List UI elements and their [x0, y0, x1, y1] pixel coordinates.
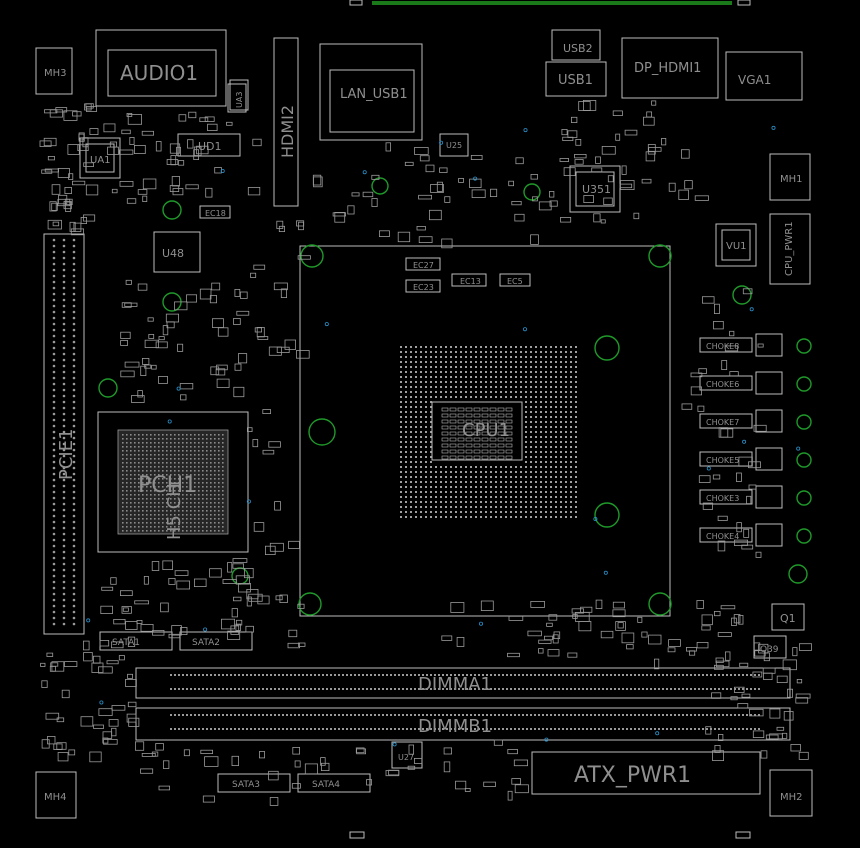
ec5-label: EC5 — [507, 277, 523, 286]
mh1-label: MH1 — [780, 174, 803, 185]
dp-hdmi-connector: DP_HDMI1 — [621, 37, 719, 99]
small-components — [39, 100, 812, 806]
usb2-label: USB2 — [563, 42, 593, 55]
atx-power-connector: ATX_PWR1 — [531, 751, 761, 795]
q1-label: Q1 — [780, 612, 796, 625]
choke-label: CHOKE5 — [706, 456, 739, 465]
transistor-q1: Q1 — [771, 603, 805, 631]
mount-hole-mh2: MH2 — [769, 769, 813, 817]
vu1-label: VU1 — [726, 241, 747, 252]
chip-ua3: UA3 — [227, 83, 247, 113]
choke-label: CHOKE4 — [706, 532, 739, 541]
ec13-label: EC13 — [460, 277, 481, 286]
choke-label: CHOKE8 — [706, 342, 739, 351]
ec27-label: EC27 — [413, 261, 434, 270]
ua1-label: UA1 — [90, 155, 111, 166]
choke-label: CHOKE6 — [706, 380, 739, 389]
mount-hole-mh1: MH1 — [769, 153, 811, 201]
ec23-label: EC23 — [413, 283, 434, 292]
chip-u27: U27 — [391, 741, 423, 769]
q39-label: Q39 — [760, 645, 779, 655]
audio-label: AUDIO1 — [120, 61, 198, 85]
usb-connectors: USB2 USB1 — [545, 29, 607, 97]
dp-hdmi-label: DP_HDMI1 — [634, 61, 701, 76]
sata-label-1: SATA1 — [112, 638, 140, 648]
sata-connectors: SATA1 SATA2 SATA3 SATA4 — [99, 631, 371, 793]
mh4-label: MH4 — [44, 792, 67, 803]
cpu-socket: CPU1 — [299, 245, 671, 617]
pch-chip: PCH1 H5 CH — [97, 411, 249, 553]
dimm-b-label: DIMMB1 — [418, 716, 492, 737]
atx-power-label: ATX_PWR1 — [574, 763, 691, 788]
dimm-a-label: DIMMA1 — [418, 674, 492, 695]
capacitor-labels: EC18 EC27 EC13 EC5 EC23 — [199, 205, 531, 293]
chip-u48: U48 — [153, 231, 201, 273]
chip-ua1: UA1 — [79, 137, 121, 179]
choke-label: CHOKE3 — [706, 494, 739, 503]
chip-vu1: VU1 — [715, 223, 757, 267]
choke-label: CHOKE7 — [706, 418, 739, 427]
audio-connector: AUDIO1 — [95, 29, 249, 111]
cpu-power-connector: CPU_PWR1 — [769, 213, 811, 285]
sata-label-3: SATA3 — [232, 780, 260, 790]
usb1-label: USB1 — [558, 73, 593, 88]
chip-u351: U351 — [569, 165, 621, 213]
pcie-label: PCIE1 — [56, 428, 77, 480]
vga-label: VGA1 — [738, 73, 771, 87]
pcie-slot: PCIE1 — [43, 233, 85, 635]
mh3-label: MH3 — [44, 68, 67, 79]
vga-connector: VGA1 — [725, 51, 803, 101]
top-edge-marker — [349, 0, 751, 839]
sata-label-2: SATA2 — [192, 638, 220, 648]
mh2-label: MH2 — [780, 792, 803, 803]
sata-label-4: SATA4 — [312, 780, 340, 790]
mount-hole-mh3: MH3 — [35, 47, 73, 95]
lan-usb-label: LAN_USB1 — [340, 87, 408, 102]
cpu-label: CPU1 — [462, 420, 510, 441]
chip-u25: U25 — [439, 133, 469, 157]
lan-usb-connector: LAN_USB1 — [319, 43, 423, 141]
cpu-power-label: CPU_PWR1 — [784, 221, 795, 276]
socket-mounting-rings — [98, 177, 808, 616]
dimm-slot-b: DIMMB1 — [135, 707, 791, 741]
hdmi2-connector: HDMI2 — [273, 37, 299, 207]
dimm-slot-a: DIMMA1 — [135, 667, 791, 699]
u27-label: U27 — [398, 753, 414, 762]
chip-ud1: UD1 — [177, 133, 241, 157]
ua3-label: UA3 — [235, 92, 244, 108]
pch-sub-label: H5 CH — [164, 483, 185, 540]
ud1-label: UD1 — [198, 140, 222, 153]
u48-label: U48 — [162, 247, 184, 260]
ec18-label: EC18 — [205, 209, 226, 218]
u351-label: U351 — [582, 183, 611, 196]
hdmi2-label: HDMI2 — [278, 105, 297, 158]
pch-label: PCH1 — [138, 473, 197, 498]
u25-label: U25 — [446, 141, 462, 150]
mount-hole-mh4: MH4 — [35, 771, 77, 819]
